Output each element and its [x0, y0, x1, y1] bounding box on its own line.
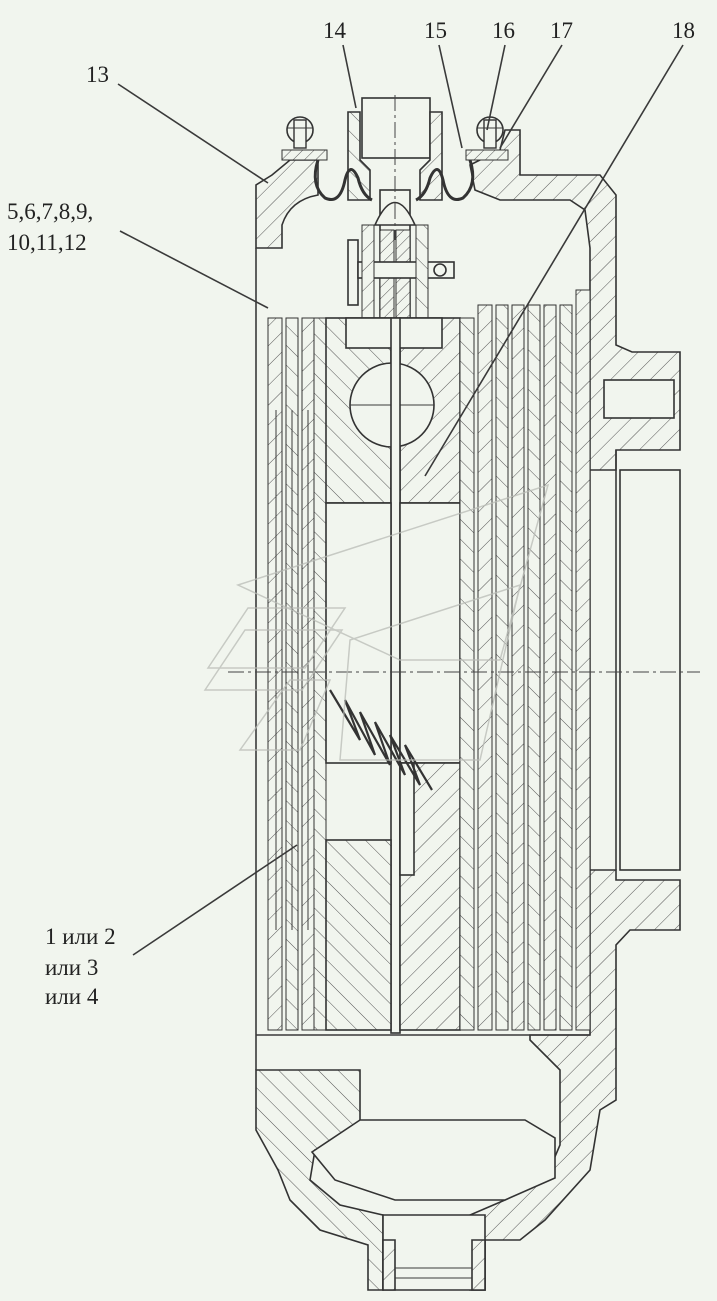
callout-17: 17	[550, 18, 573, 43]
spring	[329, 689, 433, 791]
callout-13: 13	[86, 62, 109, 87]
leader-lines	[117, 44, 684, 956]
callout-15: 15	[424, 18, 447, 43]
callout-5-12-line1: 5,6,7,8,9,	[7, 199, 93, 224]
callout-labels: 13 14 15 16 17 18 5,6,7,8,9, 10,11,12 1 …	[7, 18, 695, 1009]
callout-1-4-line2: или 3	[45, 955, 98, 980]
callout-1-4-line3: или 4	[45, 984, 99, 1009]
bellows-assembly	[281, 95, 509, 326]
right-plate-stack	[228, 289, 700, 1031]
callout-18: 18	[672, 18, 695, 43]
left-plate-stack	[267, 317, 327, 1031]
central-blocks	[325, 317, 461, 1034]
callout-14: 14	[323, 18, 347, 43]
callout-5-12-line2: 10,11,12	[7, 230, 87, 255]
callout-16: 16	[492, 18, 515, 43]
callout-1-4-line1: 1 или 2	[45, 924, 116, 949]
watermark-logo	[203, 483, 550, 761]
